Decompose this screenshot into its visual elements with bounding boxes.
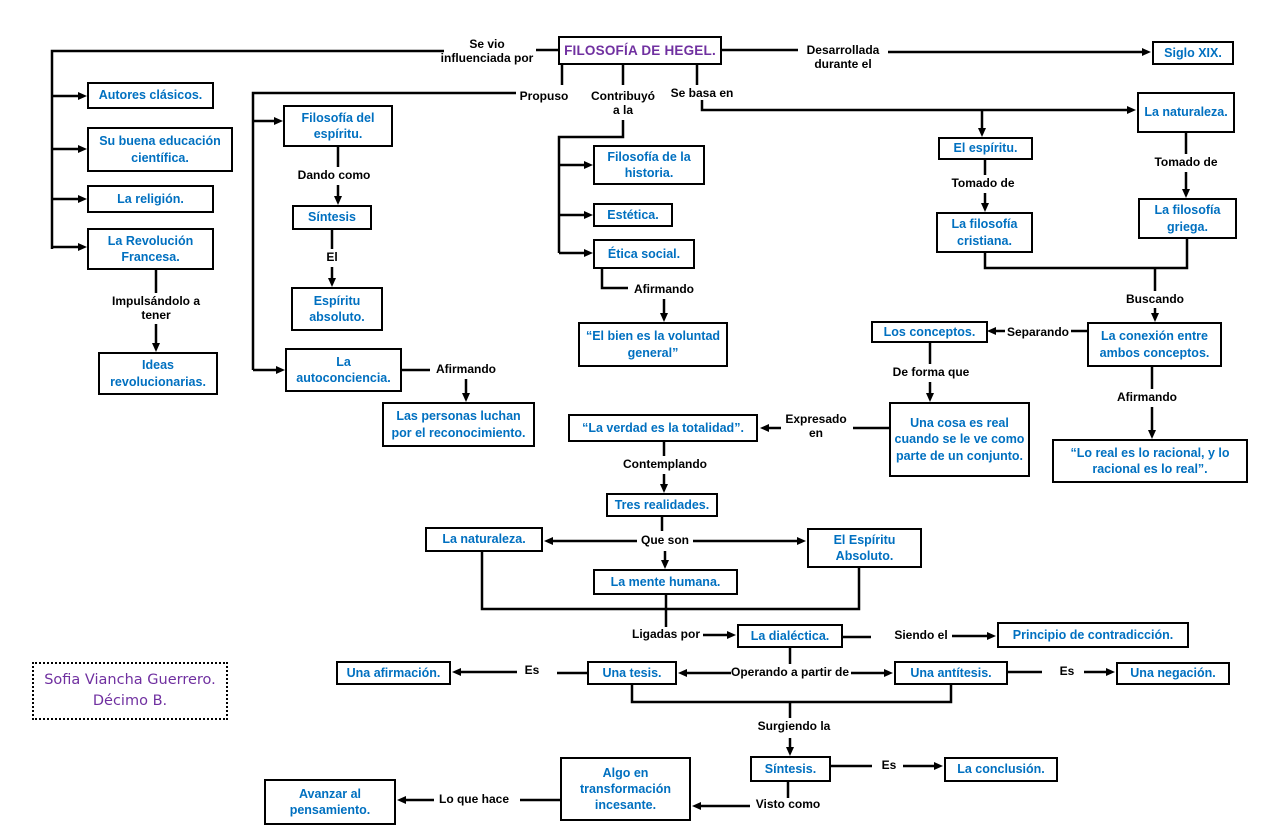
- node-lo-real-racional: “Lo real es lo racional, y lo racional e…: [1052, 439, 1248, 483]
- arrow-to-naturaleza1: [700, 100, 1136, 114]
- node-sintesis: Síntesis: [292, 205, 372, 230]
- node-los-conceptos: Los conceptos.: [871, 321, 988, 343]
- node-la-naturaleza-realidad: La naturaleza.: [425, 527, 543, 552]
- edge-label-contemplando: Contemplando: [623, 457, 707, 471]
- edge-label-tomado-de-1: Tomado de: [951, 176, 1015, 190]
- node-cosa-real-conjunto: Una cosa es real cuando se le ve como pa…: [889, 402, 1030, 477]
- node-siglo-xix: Siglo XIX.: [1152, 41, 1234, 65]
- edge-label-es-2: Es: [1059, 664, 1075, 678]
- edge-label-contribuyo: Contribuyó a la: [591, 89, 655, 117]
- edge-plain-group: [50, 48, 1189, 802]
- node-tres-realidades: Tres realidades.: [606, 493, 718, 517]
- node-verdad-totalidad: “La verdad es la totalidad”.: [568, 414, 758, 442]
- edge-label-afirmando-2: Afirmando: [634, 282, 694, 296]
- node-revolucion-francesa: La Revolución Francesa.: [87, 228, 214, 270]
- edge-etica-elbow: [600, 269, 628, 290]
- node-la-autoconciencia: La autoconciencia.: [285, 348, 402, 392]
- node-la-religion: La religión.: [87, 185, 214, 213]
- node-la-naturaleza-base: La naturaleza.: [1137, 92, 1235, 133]
- edge-title-bottom-stubs: [560, 65, 699, 85]
- node-conexion-conceptos: La conexión entre ambos conceptos.: [1087, 322, 1222, 367]
- edge-label-es-3: Es: [881, 758, 897, 772]
- edge-label-es-1: Es: [524, 663, 540, 677]
- node-etica-social: Ética social.: [593, 239, 695, 269]
- edge-label-siendo-el: Siendo el: [894, 628, 948, 642]
- node-avanzar-pensamiento: Avanzar al pensamiento.: [264, 779, 396, 825]
- edge-label-que-son: Que son: [640, 533, 689, 547]
- node-filosofia-griega: La filosofía griega.: [1138, 198, 1237, 239]
- node-titulo-filosofia-de-hegel: FILOSOFÍA DE HEGEL.: [558, 36, 722, 65]
- edge-label-expresado-en: Expresado en: [785, 412, 847, 440]
- edge-label-afirmando-1: Afirmando: [436, 362, 496, 376]
- node-filosofia-cristiana: La filosofía cristiana.: [936, 212, 1033, 253]
- edge-contribuyo-trunk: [557, 120, 625, 253]
- node-mente-humana: La mente humana.: [593, 569, 738, 595]
- node-espiritu-absoluto: Espíritu absoluto.: [291, 287, 383, 331]
- node-sintesis-final: Síntesis.: [750, 756, 831, 782]
- edge-label-desarrollada-durante: Desarrollada durante el: [806, 43, 880, 71]
- edge-influences-trunk: [50, 49, 444, 249]
- edge-label-afirmando-3: Afirmando: [1117, 390, 1177, 404]
- node-educacion-cientifica: Su buena educación científica.: [87, 127, 233, 172]
- edge-label-de-forma-que: De forma que: [892, 365, 970, 379]
- signature-box: Sofia Viancha Guerrero. Décimo B.: [32, 662, 228, 720]
- edge-arrow-group: [52, 48, 1190, 810]
- edge-label-se-vio-influenciada: Se vio influenciada por: [440, 37, 534, 65]
- node-la-conclusion: La conclusión.: [944, 757, 1058, 782]
- edge-label-el: El: [326, 250, 338, 264]
- edge-label-lo-que-hace: Lo que hace: [438, 792, 509, 806]
- edge-label-surgiendo-la: Surgiendo la: [757, 719, 831, 733]
- edge-cristiana-griega-join: [983, 239, 1189, 291]
- node-una-afirmacion: Una afirmación.: [336, 661, 451, 685]
- node-una-antitesis: Una antítesis.: [894, 661, 1008, 685]
- edge-label-buscando: Buscando: [1125, 292, 1184, 306]
- node-filosofia-del-espiritu: Filosofía del espíritu.: [283, 105, 393, 147]
- edge-label-impulsandolo: Impulsándolo a tener: [111, 294, 200, 322]
- node-espiritu-absoluto-realidad: El Espíritu Absoluto.: [807, 528, 922, 568]
- node-autores-clasicos: Autores clásicos.: [87, 82, 214, 109]
- node-transformacion-incesante: Algo en transformación incesante.: [560, 757, 691, 821]
- node-filosofia-historia: Filosofía de la historia.: [593, 145, 705, 185]
- edge-tesis-antitesis-join: [630, 685, 953, 718]
- edge-label-propuso: Propuso: [519, 89, 569, 103]
- edge-three-realities-join: [480, 552, 861, 611]
- edge-label-separando: Separando: [1006, 325, 1069, 339]
- edge-label-se-basa-en: Se basa en: [670, 86, 734, 100]
- node-estetica: Estética.: [593, 203, 673, 227]
- edge-label-operando: Operando a partir de: [730, 665, 850, 679]
- edge-propuso-trunk: [251, 91, 516, 370]
- node-una-negacion: Una negación.: [1116, 662, 1230, 685]
- node-principio-contradiccion: Principio de contradicción.: [997, 622, 1189, 648]
- node-ideas-revolucionarias: Ideas revolucionarias.: [98, 352, 218, 395]
- edge-label-visto-como: Visto como: [755, 797, 821, 811]
- node-personas-luchan: Las personas luchan por el reconocimient…: [382, 402, 535, 447]
- node-una-tesis: Una tesis.: [587, 661, 677, 685]
- signature-grade: Décimo B.: [92, 693, 168, 709]
- node-la-dialectica: La dialéctica.: [737, 624, 843, 648]
- edge-label-dando-como: Dando como: [297, 168, 371, 182]
- edge-label-ligadas-por: Ligadas por: [631, 627, 700, 641]
- edge-label-tomado-de-2: Tomado de: [1154, 155, 1218, 169]
- node-el-espiritu: El espíritu.: [938, 137, 1033, 160]
- node-bien-voluntad-general: “El bien es la voluntad general”: [578, 322, 728, 367]
- signature-name: Sofia Viancha Guerrero.: [44, 671, 216, 688]
